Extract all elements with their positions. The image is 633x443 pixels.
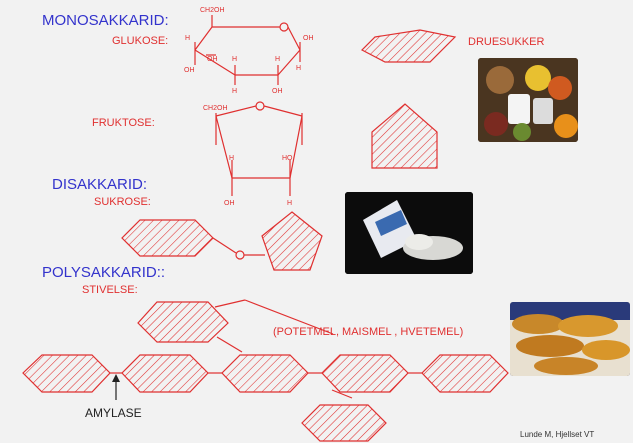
glucose-oh-ring-left: OH xyxy=(207,56,218,63)
label-glucose: GLUKOSE: xyxy=(112,35,169,47)
starch-unit-2 xyxy=(121,354,209,393)
starch-unit-bottom xyxy=(301,404,387,442)
label-amylase: AMYLASE xyxy=(85,406,142,420)
label-fructose: FRUKTOSE: xyxy=(92,117,155,129)
glucose-hexagon xyxy=(360,29,457,63)
glucose-h-ring-right: H xyxy=(275,56,280,63)
label-sucrose: SUKROSE: xyxy=(94,196,151,208)
label-starch: STIVELSE: xyxy=(82,284,138,296)
fructose-atoms: CH2OH H HO OH H xyxy=(203,105,293,207)
fructose-h-bottom: H xyxy=(287,200,292,207)
fructose-ho-right: HO xyxy=(282,155,293,162)
starch-unit-1 xyxy=(22,354,111,393)
starch-unit-4 xyxy=(321,354,409,393)
label-starch-sources: (POTETMEL, MAISMEL , HVETEMEL) xyxy=(273,326,464,338)
credit-text: Lunde M, Hjellset VT xyxy=(520,430,595,439)
starch-unit-top xyxy=(137,301,229,343)
heading-monosaccharide: MONOSAKKARID: xyxy=(42,12,169,29)
fruit-illustration xyxy=(478,58,578,142)
bread-photo xyxy=(510,302,630,376)
glucose-oh-bottom: OH xyxy=(272,88,283,95)
fructose-oh-bottom: OH xyxy=(224,200,235,207)
sugar-bag-photo xyxy=(345,192,473,274)
glucose-h-top-left: H xyxy=(185,35,190,42)
bread-illustration xyxy=(510,302,630,376)
glucose-h-ring-left: H xyxy=(232,56,237,63)
starch-shape xyxy=(22,299,509,442)
starch-unit-3 xyxy=(221,354,309,393)
label-grape-sugar: DRUESUKKER xyxy=(468,36,545,48)
fructose-structure xyxy=(215,101,303,196)
fruit-photo xyxy=(478,58,578,142)
fructose-ch2oh: CH2OH xyxy=(203,105,228,112)
amylase-arrow xyxy=(112,374,120,400)
fructose-h-left: H xyxy=(229,155,234,162)
glucose-h-bottom-left: H xyxy=(232,88,237,95)
glucose-oh-right: OH xyxy=(303,35,314,42)
sugar-illustration xyxy=(345,192,473,274)
glucose-h-right: H xyxy=(296,65,301,72)
glucose-ch2oh: CH2OH xyxy=(200,7,225,14)
glucose-atoms: CH2OH OH H H OH OH H H H OH xyxy=(184,7,314,95)
sucrose-shape xyxy=(121,211,323,271)
heading-disaccharide: DISAKKARID: xyxy=(52,176,148,193)
heading-polysaccharide: POLYSAKKARID:: xyxy=(42,264,166,281)
glucose-oh-left: OH xyxy=(184,67,195,74)
starch-unit-5 xyxy=(421,354,509,393)
glucose-structure xyxy=(194,15,301,85)
fructose-pentagon xyxy=(371,103,438,169)
